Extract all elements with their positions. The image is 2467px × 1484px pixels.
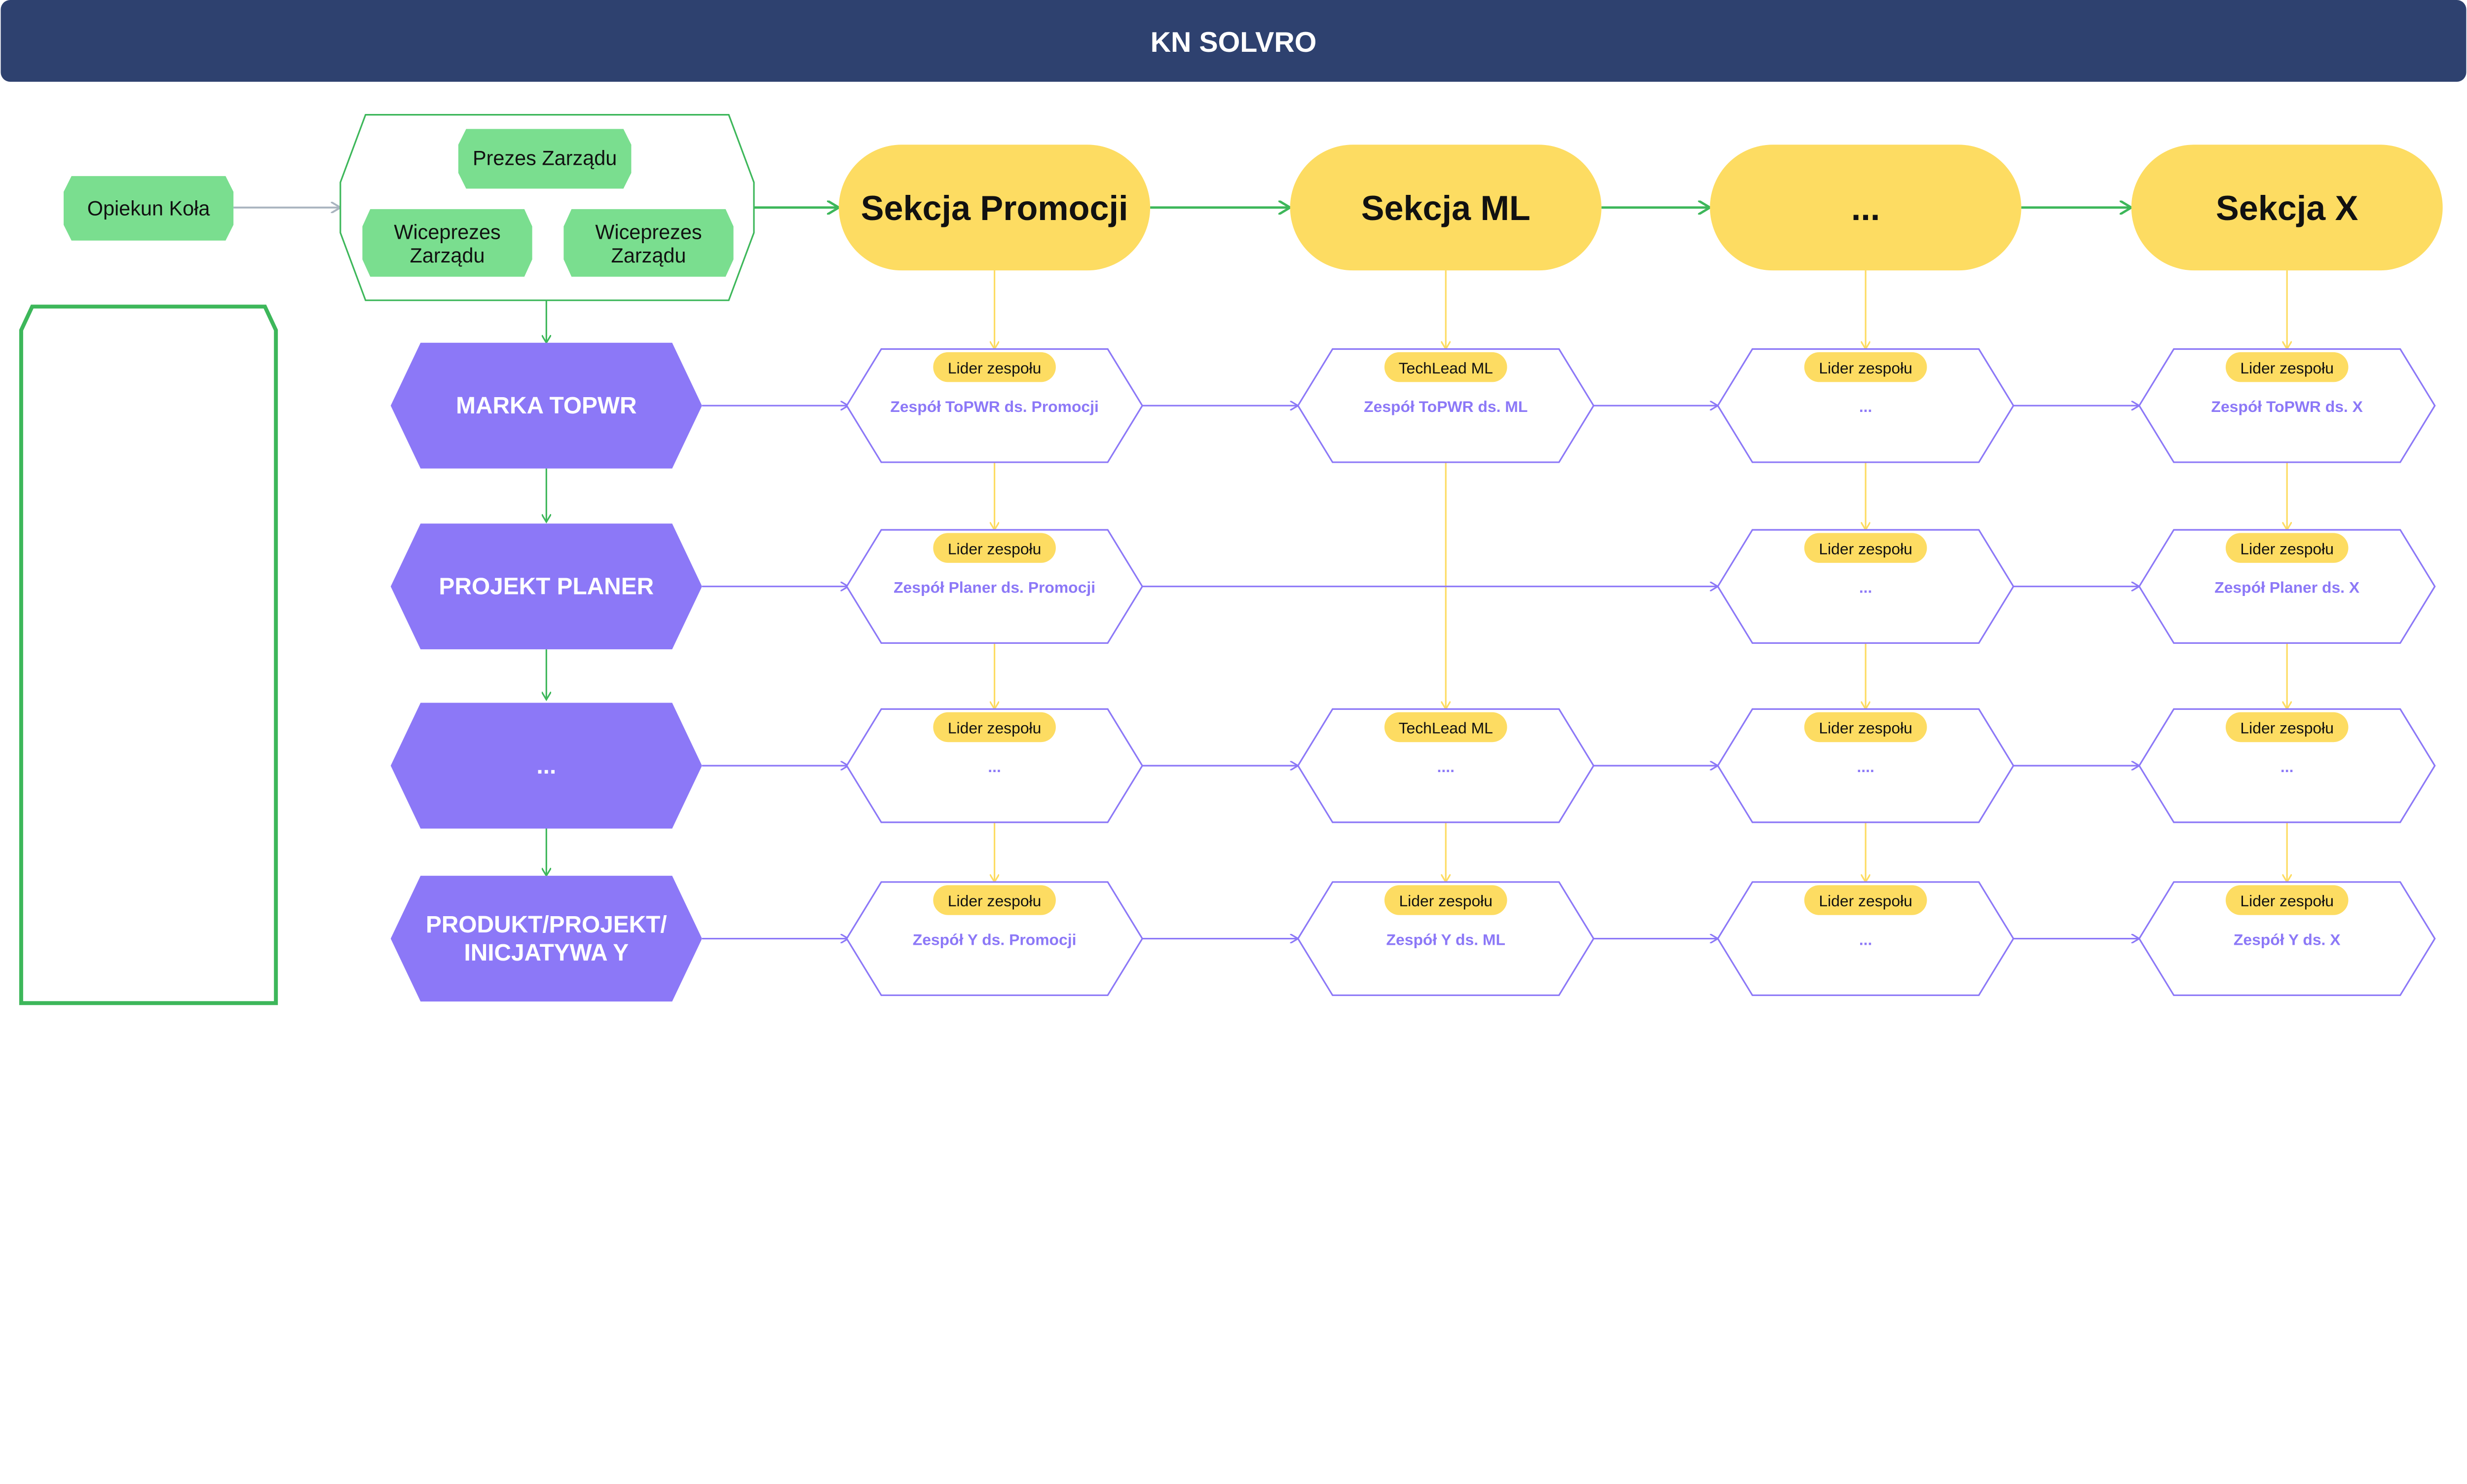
section-label: ... (1851, 189, 1880, 227)
team-name: ... (1859, 398, 1872, 415)
team-leader-badge: Lider zespołu (933, 533, 1056, 563)
header-bar (0, 0, 2467, 82)
project-label: PROJEKT PLANER (439, 574, 654, 600)
president-node[interactable]: Prezes Zarządu (458, 129, 632, 189)
section-node[interactable]: Sekcja X (2131, 145, 2443, 271)
project-node[interactable]: PROJEKT PLANER (390, 523, 702, 650)
project-label: ... (536, 753, 556, 779)
team-leader-label: Lider zespołu (1819, 359, 1912, 377)
team-name: Zespół ToPWR ds. ML (1364, 398, 1528, 415)
section-label: Sekcja X (2216, 189, 2358, 227)
advisor-node[interactable]: Opiekun Koła (63, 176, 234, 241)
empty-container (19, 304, 278, 1005)
team-name: ... (1859, 930, 1872, 948)
team-leader-badge: Lider zespołu (1384, 885, 1507, 915)
team-leader-label: Lider zespołu (1819, 719, 1912, 737)
project-label: MARKA TOPWR (456, 393, 636, 419)
team-leader-badge: TechLead ML (1384, 712, 1507, 742)
team-name: Zespół Planer ds. Promocji (894, 578, 1095, 596)
team-name: Zespół Planer ds. X (2214, 578, 2359, 596)
section-node[interactable]: Sekcja Promocji (839, 145, 1151, 271)
team-name: Zespół ToPWR ds. Promocji (890, 398, 1098, 415)
project-label: INICJATYWA Y (464, 940, 629, 966)
team-leader-badge: Lider zespołu (1804, 352, 1927, 382)
team-leader-label: Lider zespołu (948, 359, 1042, 377)
board-group[interactable]: Prezes Zarządu Wiceprezes Zarządu Wicepr… (339, 114, 755, 301)
team-leader-badge: Lider zespołu (933, 885, 1056, 915)
team-leader-badge: Lider zespołu (2225, 352, 2349, 382)
team-leader-badge: Lider zespołu (1804, 533, 1927, 563)
team-node[interactable]: Lider zespołu... (846, 708, 1144, 823)
project-label: PRODUKT/PROJEKT/ (426, 912, 667, 938)
section-node[interactable]: ... (1710, 145, 2021, 271)
team-leader-badge: Lider zespołu (933, 712, 1056, 742)
team-leader-badge: Lider zespołu (1804, 712, 1927, 742)
team-name: ... (988, 758, 1001, 776)
team-leader-label: Lider zespołu (948, 540, 1042, 557)
section-label: Sekcja ML (1361, 189, 1531, 227)
project-node[interactable]: ... (390, 703, 702, 829)
team-name: Zespół Y ds. ML (1386, 930, 1505, 948)
projects: MARKA TOPWR PROJEKT PLANER... PRODUKT/PROJ… (390, 342, 702, 1002)
team-leader-label: Lider zespołu (1819, 540, 1912, 557)
team-leader-label: Lider zespołu (2240, 359, 2334, 377)
team-leader-badge: Lider zespołu (2225, 533, 2349, 563)
team-leader-badge: Lider zespołu (1804, 885, 1927, 915)
section-node[interactable]: Sekcja ML (1290, 145, 1602, 271)
team-name: ... (1859, 578, 1872, 596)
team-node[interactable]: TechLead ML.... (1297, 708, 1595, 823)
vice-president-label-line1: Wiceprezes (394, 221, 500, 243)
project-node[interactable]: PRODUKT/PROJEKT/INICJATYWA Y (390, 876, 702, 1002)
president-label: Prezes Zarządu (473, 147, 617, 170)
team-leader-label: TechLead ML (1399, 359, 1493, 377)
connectors (233, 208, 2287, 939)
team-node[interactable]: Lider zespołu... (1717, 348, 2015, 463)
team-leader-label: Lider zespołu (2240, 892, 2334, 910)
team-leader-label: TechLead ML (1399, 719, 1493, 737)
team-leader-label: Lider zespołu (948, 719, 1042, 737)
team-name: Zespół Y ds. Promocji (913, 930, 1077, 948)
header-title: KN SOLVRO (1151, 27, 1317, 58)
team-node[interactable]: Lider zespołu... (1717, 529, 2015, 644)
team-leader-label: Lider zespołu (2240, 719, 2334, 737)
vice-president-label-line1: Wiceprezes (595, 221, 702, 243)
vice-president-label-line2: Zarządu (611, 244, 686, 267)
team-name: Zespół Y ds. X (2234, 930, 2341, 948)
team-name: .... (1857, 758, 1874, 776)
team-node[interactable]: TechLead ML Zespół ToPWR ds. ML (1297, 348, 1595, 463)
team-node[interactable]: Lider zespołu... (2138, 708, 2436, 823)
advisor-label: Opiekun Koła (87, 197, 211, 220)
section-label: Sekcja Promocji (861, 189, 1128, 227)
team-leader-label: Lider zespołu (1819, 892, 1912, 910)
vice-president-label-line2: Zarządu (410, 244, 485, 267)
team-name: .... (1437, 758, 1455, 776)
project-node[interactable]: MARKA TOPWR (390, 342, 702, 469)
sections: Sekcja Promocji Sekcja ML... Sekcja X (839, 145, 2443, 271)
team-leader-badge: Lider zespołu (2225, 712, 2349, 742)
team-leader-badge: TechLead ML (1384, 352, 1507, 382)
team-node[interactable]: Lider zespołu... (1717, 881, 2015, 996)
team-name: Zespół ToPWR ds. X (2211, 398, 2362, 415)
org-chart: KN SOLVRO Opiekun Koła Prezes Zarządu Wi… (0, 0, 2467, 1005)
vice-president-node[interactable]: Wiceprezes Zarządu (362, 209, 532, 277)
team-name: ... (2280, 758, 2294, 776)
team-leader-label: Lider zespołu (1399, 892, 1493, 910)
team-leader-badge: Lider zespołu (933, 352, 1056, 382)
team-leader-label: Lider zespołu (948, 892, 1042, 910)
team-node[interactable]: Lider zespołu.... (1717, 708, 2015, 823)
vice-president-node[interactable]: Wiceprezes Zarządu (563, 209, 734, 277)
team-leader-label: Lider zespołu (2240, 540, 2334, 557)
team-leader-badge: Lider zespołu (2225, 885, 2349, 915)
